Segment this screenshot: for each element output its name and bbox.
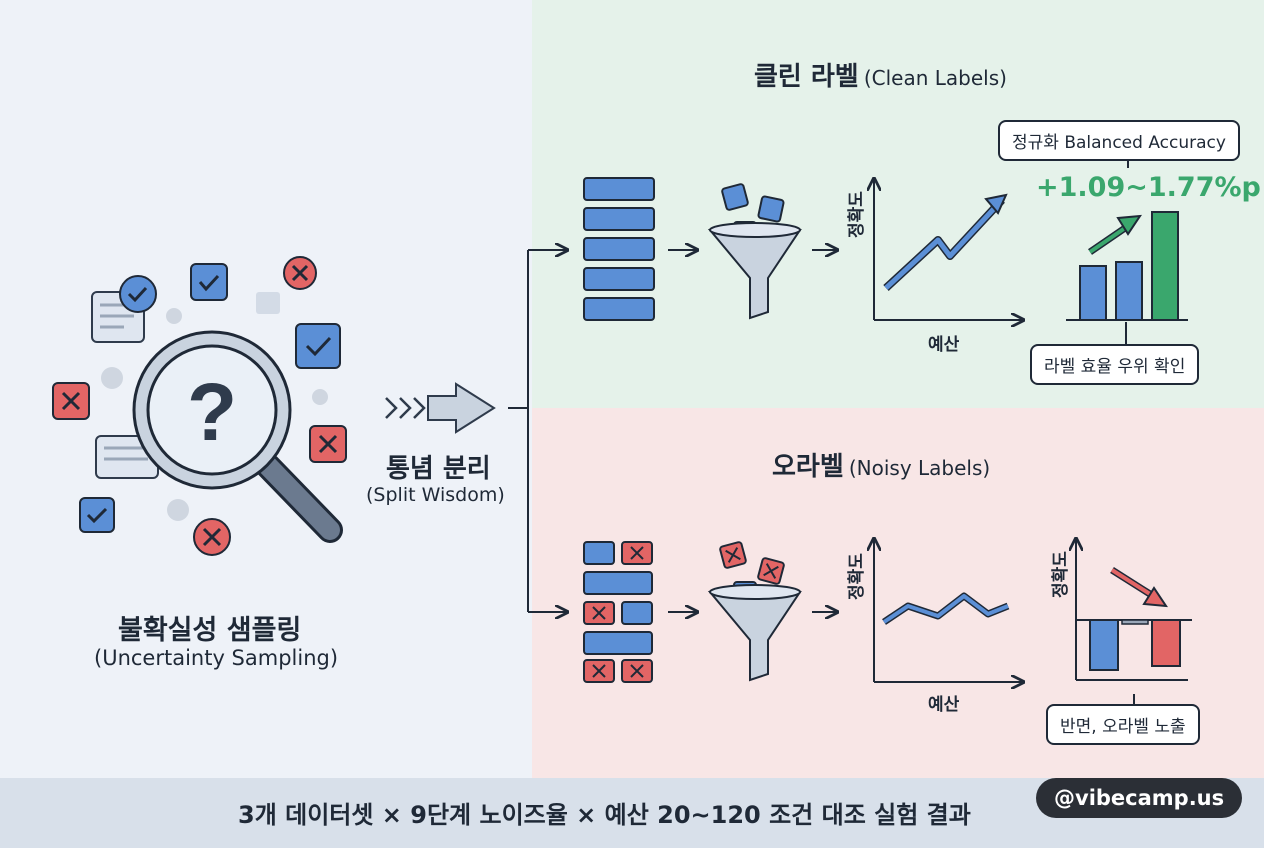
clean-bar-chart [1066, 158, 1188, 344]
cross-box-icon [52, 382, 90, 420]
check-box-icon [79, 497, 115, 533]
check-circle-icon [119, 275, 157, 313]
noisy-bar-y-label: 정확도 [1051, 551, 1071, 598]
split-arrow-icon [385, 382, 496, 434]
clean-x-label: 예산 [928, 335, 960, 355]
left-title-en: (Uncertainty Sampling) [94, 646, 339, 670]
clean-title: 클린 라벨 (Clean Labels) [754, 56, 1007, 93]
document-icon [256, 292, 280, 314]
middle-title-en: (Split Wisdom) [366, 484, 505, 506]
uncertainty-illustration: ? [52, 256, 347, 556]
noisy-line-chart [874, 540, 1022, 682]
footer-caption: 3개 데이터셋 × 9단계 노이즈율 × 예산 20~120 조건 대조 실험 … [238, 801, 971, 829]
clean-result-callout: 라벨 효율 우위 확인 [1030, 344, 1200, 385]
clean-gain-value: +1.09~1.77%p [1036, 172, 1261, 203]
check-box-icon [295, 323, 341, 369]
dot-icon [101, 367, 123, 389]
cross-box-icon [309, 425, 347, 463]
clean-labels-panel [532, 0, 1264, 408]
noisy-title-en: (Noisy Labels) [848, 456, 991, 480]
clean-data-stack [583, 177, 655, 321]
dot-icon [167, 499, 189, 521]
branch-lines [508, 250, 566, 612]
magnifier-icon: ? [132, 330, 343, 543]
check-box-icon [190, 263, 228, 301]
clean-y-label: 정확도 [847, 191, 867, 238]
clean-title-en: (Clean Labels) [863, 66, 1007, 90]
left-title-ko: 불확실성 샘플링 [118, 615, 302, 646]
noisy-title-ko: 오라벨 [772, 452, 844, 482]
clean-metric-callout: 정규화 Balanced Accuracy [998, 120, 1240, 161]
watermark-badge: @vibecamp.us [1036, 778, 1243, 818]
dot-icon [166, 308, 182, 324]
noisy-title: 오라벨 (Noisy Labels) [772, 446, 990, 483]
noisy-data-stack [583, 541, 653, 683]
noisy-result-callout: 반면, 오라벨 노출 [1046, 704, 1200, 745]
clean-title-ko: 클린 라벨 [754, 62, 859, 92]
clean-line-chart [874, 180, 1022, 320]
middle-title-ko: 통념 분리 [386, 454, 491, 484]
noisy-x-label: 예산 [928, 695, 960, 715]
dot-icon [312, 389, 328, 405]
cross-circle-icon [193, 518, 231, 556]
cross-circle-icon [283, 256, 317, 290]
noisy-bar-chart [1076, 540, 1192, 706]
noisy-y-label: 정확도 [847, 553, 867, 600]
funnel-icon [707, 541, 802, 682]
funnel-icon [707, 183, 802, 320]
svg-text:?: ? [187, 367, 237, 458]
